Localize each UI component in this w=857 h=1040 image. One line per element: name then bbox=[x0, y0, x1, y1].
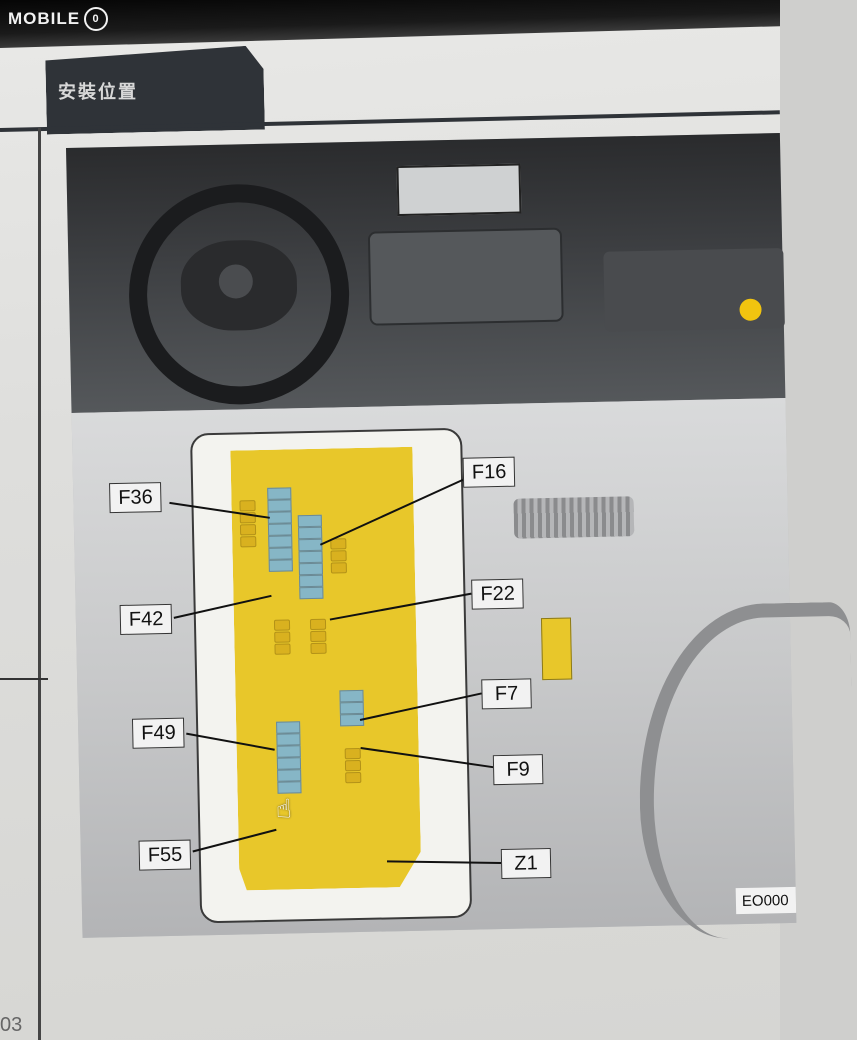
callout-f36: F36 bbox=[109, 482, 163, 514]
callout-lines bbox=[169, 478, 502, 865]
left-rule bbox=[0, 678, 48, 680]
page-number: 03 bbox=[0, 1014, 23, 1036]
mobile01-logo-icon: 0 bbox=[84, 7, 109, 31]
callout-f49: F49 bbox=[131, 717, 186, 749]
callout-f55: F55 bbox=[138, 839, 192, 871]
page-frame-line bbox=[38, 128, 41, 1040]
callout-f16: F16 bbox=[462, 456, 516, 488]
watermark: MOBILE 0 bbox=[8, 6, 109, 32]
watermark-text: MOBILE bbox=[8, 9, 81, 28]
image-code: EO000 bbox=[735, 886, 797, 915]
callout-z1: Z1 bbox=[500, 848, 552, 880]
fuse-location-illustration: ☝ F36 F16 F42 F22 F49 F7 F9 F55 Z1 EO000 bbox=[66, 133, 857, 941]
section-tab-label: 安裝位置 bbox=[58, 82, 138, 103]
callout-f7: F7 bbox=[481, 678, 532, 710]
callout-f9: F9 bbox=[492, 754, 544, 786]
callout-f22: F22 bbox=[471, 578, 525, 610]
callout-f42: F42 bbox=[119, 603, 173, 635]
